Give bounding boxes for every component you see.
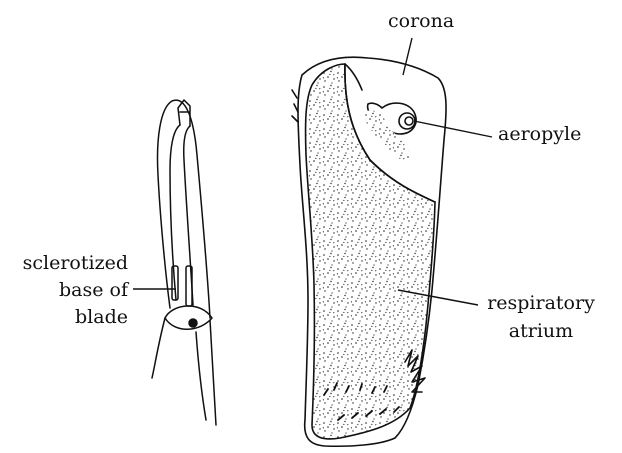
blade-base-pore xyxy=(189,319,197,327)
label-sclerotized-line1: sclerotized xyxy=(4,252,128,275)
shell-serration-top xyxy=(292,90,298,122)
blade-outer-outline xyxy=(158,100,210,318)
stalk-line-right xyxy=(210,320,216,425)
stalk-line-left xyxy=(152,318,165,378)
blade-base-collar xyxy=(165,306,212,329)
label-respiratory-line2: atrium xyxy=(478,320,604,343)
aeropyle-inner xyxy=(405,117,413,125)
egg-structure xyxy=(292,57,446,446)
blade-structure xyxy=(152,100,216,425)
label-corona: corona xyxy=(388,10,454,33)
label-sclerotized-line3: blade xyxy=(4,306,128,329)
label-sclerotized-line2: base of xyxy=(4,279,128,302)
stalk-line-mid xyxy=(196,332,206,420)
label-aeropyle: aeropyle xyxy=(498,123,581,146)
label-respiratory-line1: respiratory xyxy=(478,292,604,315)
